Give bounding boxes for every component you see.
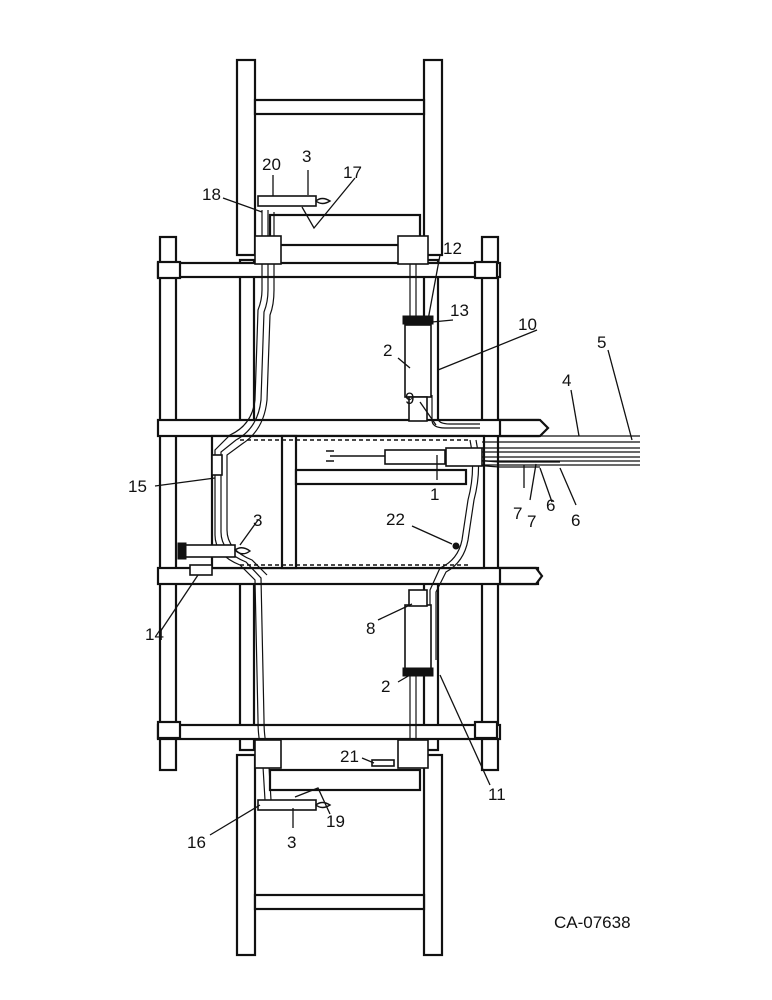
callout-16: 16 — [187, 833, 206, 852]
callout-14: 14 — [145, 625, 164, 644]
center-cylinder — [326, 447, 483, 467]
callout-7-right: 7 — [527, 512, 536, 531]
callout-22: 22 — [386, 510, 405, 529]
callout-10: 10 — [518, 315, 537, 334]
callout-3-middle: 3 — [253, 511, 262, 530]
callout-15: 15 — [128, 477, 147, 496]
callout-1: 1 — [430, 485, 439, 504]
callout-2-upper: 2 — [383, 341, 392, 360]
small-parts — [189, 454, 460, 767]
top-wing-frame — [235, 58, 444, 257]
callout-7-left: 7 — [513, 504, 522, 523]
hydraulic-cylinder-upper — [402, 315, 434, 422]
callouts: 1 2 2 3 3 3 4 5 6 6 7 7 8 9 10 11 12 13 … — [128, 147, 606, 852]
callout-20: 20 — [262, 155, 281, 174]
drawing-number: CA-07638 — [554, 913, 631, 932]
valve-middle — [177, 542, 252, 560]
callout-12: 12 — [443, 239, 462, 258]
callout-6-right: 6 — [571, 511, 580, 530]
valve-bottom — [257, 799, 332, 811]
callout-3-top: 3 — [302, 147, 311, 166]
callout-11: 11 — [488, 785, 506, 804]
callout-17: 17 — [343, 163, 362, 182]
callout-3-bottom: 3 — [287, 833, 296, 852]
callout-9: 9 — [405, 389, 414, 408]
main-frame — [156, 235, 550, 772]
callout-8: 8 — [366, 619, 375, 638]
wing-pivot-brackets — [254, 235, 429, 769]
valve-top — [257, 195, 332, 207]
callout-4: 4 — [562, 371, 571, 390]
callout-2-lower: 2 — [381, 677, 390, 696]
callout-5: 5 — [597, 333, 606, 352]
bottom-wing-frame — [235, 753, 444, 957]
callout-21: 21 — [340, 747, 359, 766]
callout-13: 13 — [450, 301, 469, 320]
leader-lines — [154, 170, 633, 836]
callout-18: 18 — [202, 185, 221, 204]
callout-6-left: 6 — [546, 496, 555, 515]
hydraulic-cylinder-lower — [402, 589, 434, 677]
callout-19: 19 — [326, 812, 345, 831]
